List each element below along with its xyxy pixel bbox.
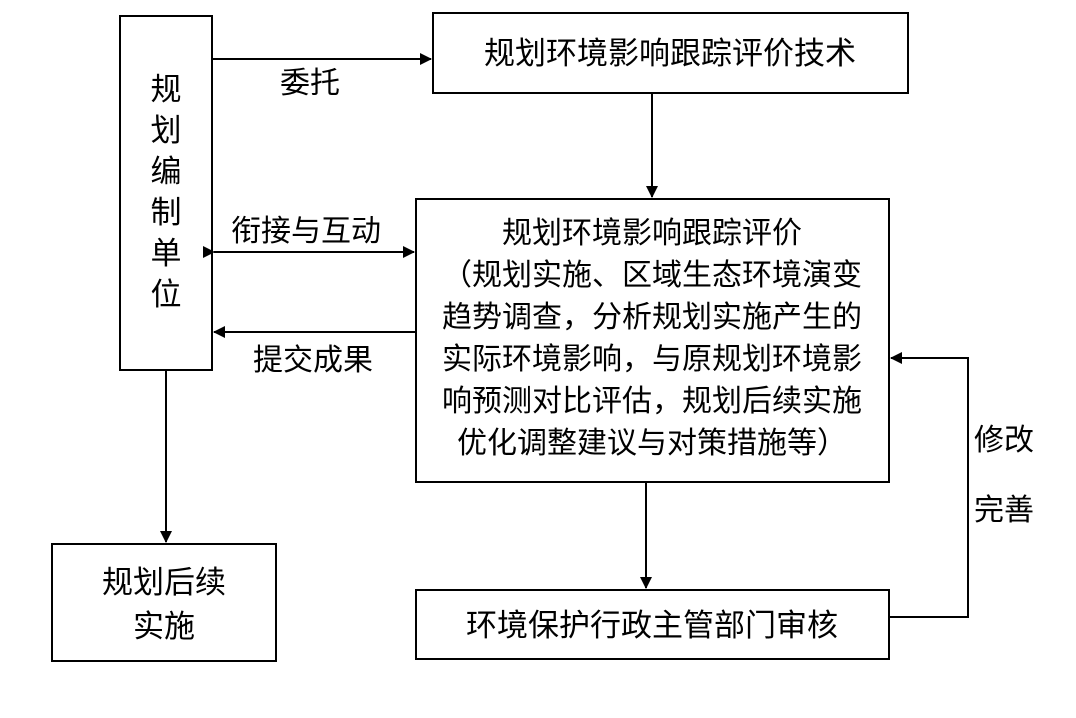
tracking-eval-title: 规划环境影响跟踪评价 [502,216,802,251]
review-node: 环境保护行政主管部门审核 [415,589,890,660]
planning-unit-box [119,15,213,371]
followup-line: 实施 [133,609,195,645]
review-label: 环境保护行政主管部门审核 [466,608,838,644]
followup-box [51,543,277,662]
tracking-tech-box [432,12,909,94]
tracking-tech-label: 规划环境影响跟踪评价技术 [484,36,856,72]
edge-revise-line [890,352,969,618]
followup-node: 规划后续 实施 [51,543,277,662]
edge-interact: 衔接与互动 [203,214,415,258]
edge-revise: 修改 完善 [890,352,1034,618]
planning-unit-char: 编 [151,154,182,190]
edge-interact-label: 衔接与互动 [231,214,381,249]
tracking-eval-line: 响预测对比评估，规划后续实施 [442,384,862,419]
planning-unit-char: 位 [151,277,182,313]
tracking-eval-line: 优化调整建议与对策措施等） [457,426,847,461]
tracking-tech-node: 规划环境影响跟踪评价技术 [432,12,909,94]
planning-unit-char: 规 [151,72,182,108]
edge-entrust: 委托 [213,53,432,101]
tracking-eval-box [415,198,890,483]
edge-submit: 提交成果 [213,326,416,378]
planning-unit-char: 制 [151,195,182,231]
planning-unit-char: 单 [151,236,182,272]
edge-revise-label: 完善 [974,493,1034,528]
review-box [415,589,890,660]
planning-unit-node: 规 划 编 制 单 位 [119,15,213,371]
tracking-eval-line: （规划实施、区域生态环境演变 [442,258,862,293]
tracking-eval-line: 实际环境影响，与原规划环境影 [442,342,862,377]
tracking-eval-node: 规划环境影响跟踪评价 （规划实施、区域生态环境演变 趋势调查，分析规划实施产生的… [415,198,890,483]
edge-entrust-label: 委托 [280,66,340,101]
planning-unit-char: 划 [151,113,182,149]
followup-line: 规划后续 [102,565,226,601]
edge-submit-label: 提交成果 [253,343,373,378]
tracking-eval-line: 趋势调查，分析规划实施产生的 [442,300,862,335]
edge-revise-label: 修改 [974,423,1034,458]
